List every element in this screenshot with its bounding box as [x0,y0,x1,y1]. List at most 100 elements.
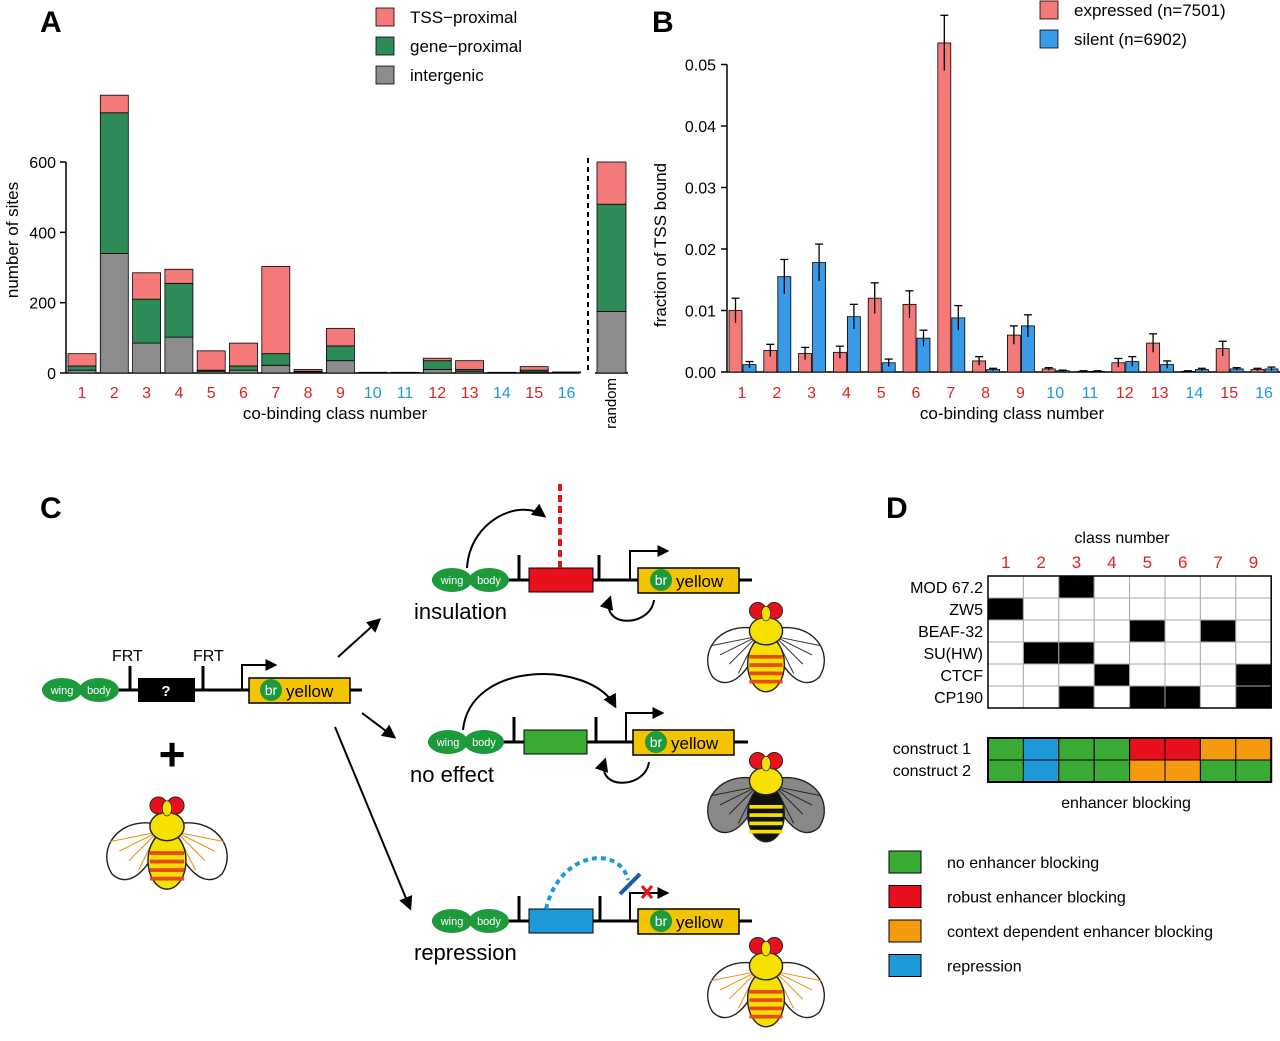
binding-cell [1164,641,1201,665]
fly-wing-vein [128,831,158,861]
fly-wing-vein [774,636,813,656]
panel-b-x-tick-label: 16 [1255,385,1273,402]
bar-b-7-0 [937,42,952,373]
panel-a-x-tick-label: 9 [336,385,345,402]
fly-wing-vein [710,971,757,982]
bar-a-5-TSS−proximal [196,350,226,371]
construct-cell [1022,759,1060,783]
fly-thorax [748,951,784,981]
fly-thorax [748,616,784,646]
fly-parent [106,796,228,890]
class-header: 4 [1107,553,1116,572]
fly-head [761,755,771,772]
class-header: 3 [1072,553,1081,572]
legend-swatch-b-1 [1039,29,1059,49]
construct-cell [1235,737,1272,761]
fly-stripe [749,989,783,994]
legend-swatch-d-3 [888,954,922,977]
panel-a-x-tick-label: 4 [174,385,183,402]
panel-a-x-tick-label: 14 [493,385,511,402]
panel-a-x-tick-label: 5 [207,385,216,402]
protein-label: BEAF-32 [918,624,983,641]
br-label: br [650,734,663,750]
outcome-label-repression: repression [414,940,517,965]
binding-cell [1093,663,1131,687]
binding-cell [1199,663,1237,687]
legend-label: gene−proximal [410,37,522,56]
legend-label: repression [947,959,1022,976]
legend-swatch-d-2 [888,919,922,943]
binding-cell [987,641,1024,665]
construct-cell [1093,737,1131,761]
construct-cell [1022,737,1060,761]
panel-b-x-tick-label: 1 [738,385,747,402]
insulator-element [528,567,594,593]
blocked-cross [640,885,654,899]
panel-b-x-axis-label: co-binding class number [920,404,1105,423]
fly-wing-vein [728,971,758,1000]
bar-a-7-gene−proximal [261,353,291,366]
binding-cell [1058,575,1095,599]
body-label: body [477,575,501,587]
binding-cell [1058,597,1095,621]
bar-a-7-intergenic [261,364,291,374]
frt-label-right: FRT [193,648,224,665]
panel-b-y-tick-label: 0.01 [685,304,716,321]
panel-b-y-tick-label: 0.03 [685,181,716,198]
fly-stripe [749,813,783,817]
br-label: br [265,682,278,698]
fly-wing-vein [710,786,757,797]
fly-wing-vein [176,831,206,861]
panel-letter-a: A [40,6,62,39]
binding-cell [1164,575,1201,599]
br-label: br [655,572,668,588]
binding-cell [1022,685,1060,709]
bar-a-random-TSS−proximal [596,161,627,205]
body-enhancer [79,678,119,702]
binding-matrix-border [987,575,1272,709]
panel-b-bars [728,14,1279,373]
fly-no-effect [707,752,825,843]
body-label: body [472,737,496,749]
plus-sign: + [159,728,186,780]
bar-a-15-TSS−proximal [519,366,549,371]
panel-b-y-axis-label: fraction of TSS bound [651,163,670,327]
binding-cell [1129,575,1166,599]
binding-cell [987,597,1024,621]
local-enhancer-loop [599,595,655,622]
fly-stripe [749,663,783,667]
fly-wing-vein [774,971,804,1000]
bar-a-12-gene−proximal [422,360,452,370]
legend-label: expressed (n=7501) [1074,1,1226,20]
construct-cell [1058,737,1095,761]
legend-swatch-b-0 [1039,0,1059,20]
protein-label: SU(HW) [923,646,983,663]
binding-cell [1235,575,1272,599]
panel-b-x-tick-label: 12 [1116,385,1134,402]
panel-a-x-tick-label: 6 [239,385,248,402]
bar-a-1-gene−proximal [67,365,97,371]
bar-a-4-gene−proximal [164,282,194,338]
fly-wing-vein [719,636,758,656]
class-header: 7 [1213,553,1222,572]
binding-cell [1022,663,1060,687]
binding-cell [1235,663,1272,687]
panel-a-y-tick-label: 600 [29,155,56,172]
wing-label: wing [436,737,460,749]
binding-cell [1129,663,1166,687]
bar-a-6-TSS−proximal [229,342,258,367]
bar-a-9-TSS−proximal [325,327,355,347]
bar-a-4-TSS−proximal [164,268,194,284]
fly-wing-vein [109,831,158,843]
bar-a-3-gene−proximal [132,298,162,344]
yellow-label: yellow [671,734,719,753]
protein-label: MOD 67.2 [910,580,983,597]
fly-wing-vein [728,636,758,665]
class-header: 6 [1178,553,1187,572]
fly-stripe [749,998,783,1002]
fly-stripe [749,1006,783,1011]
binding-cell [1129,597,1166,621]
binding-cell [1164,619,1201,643]
